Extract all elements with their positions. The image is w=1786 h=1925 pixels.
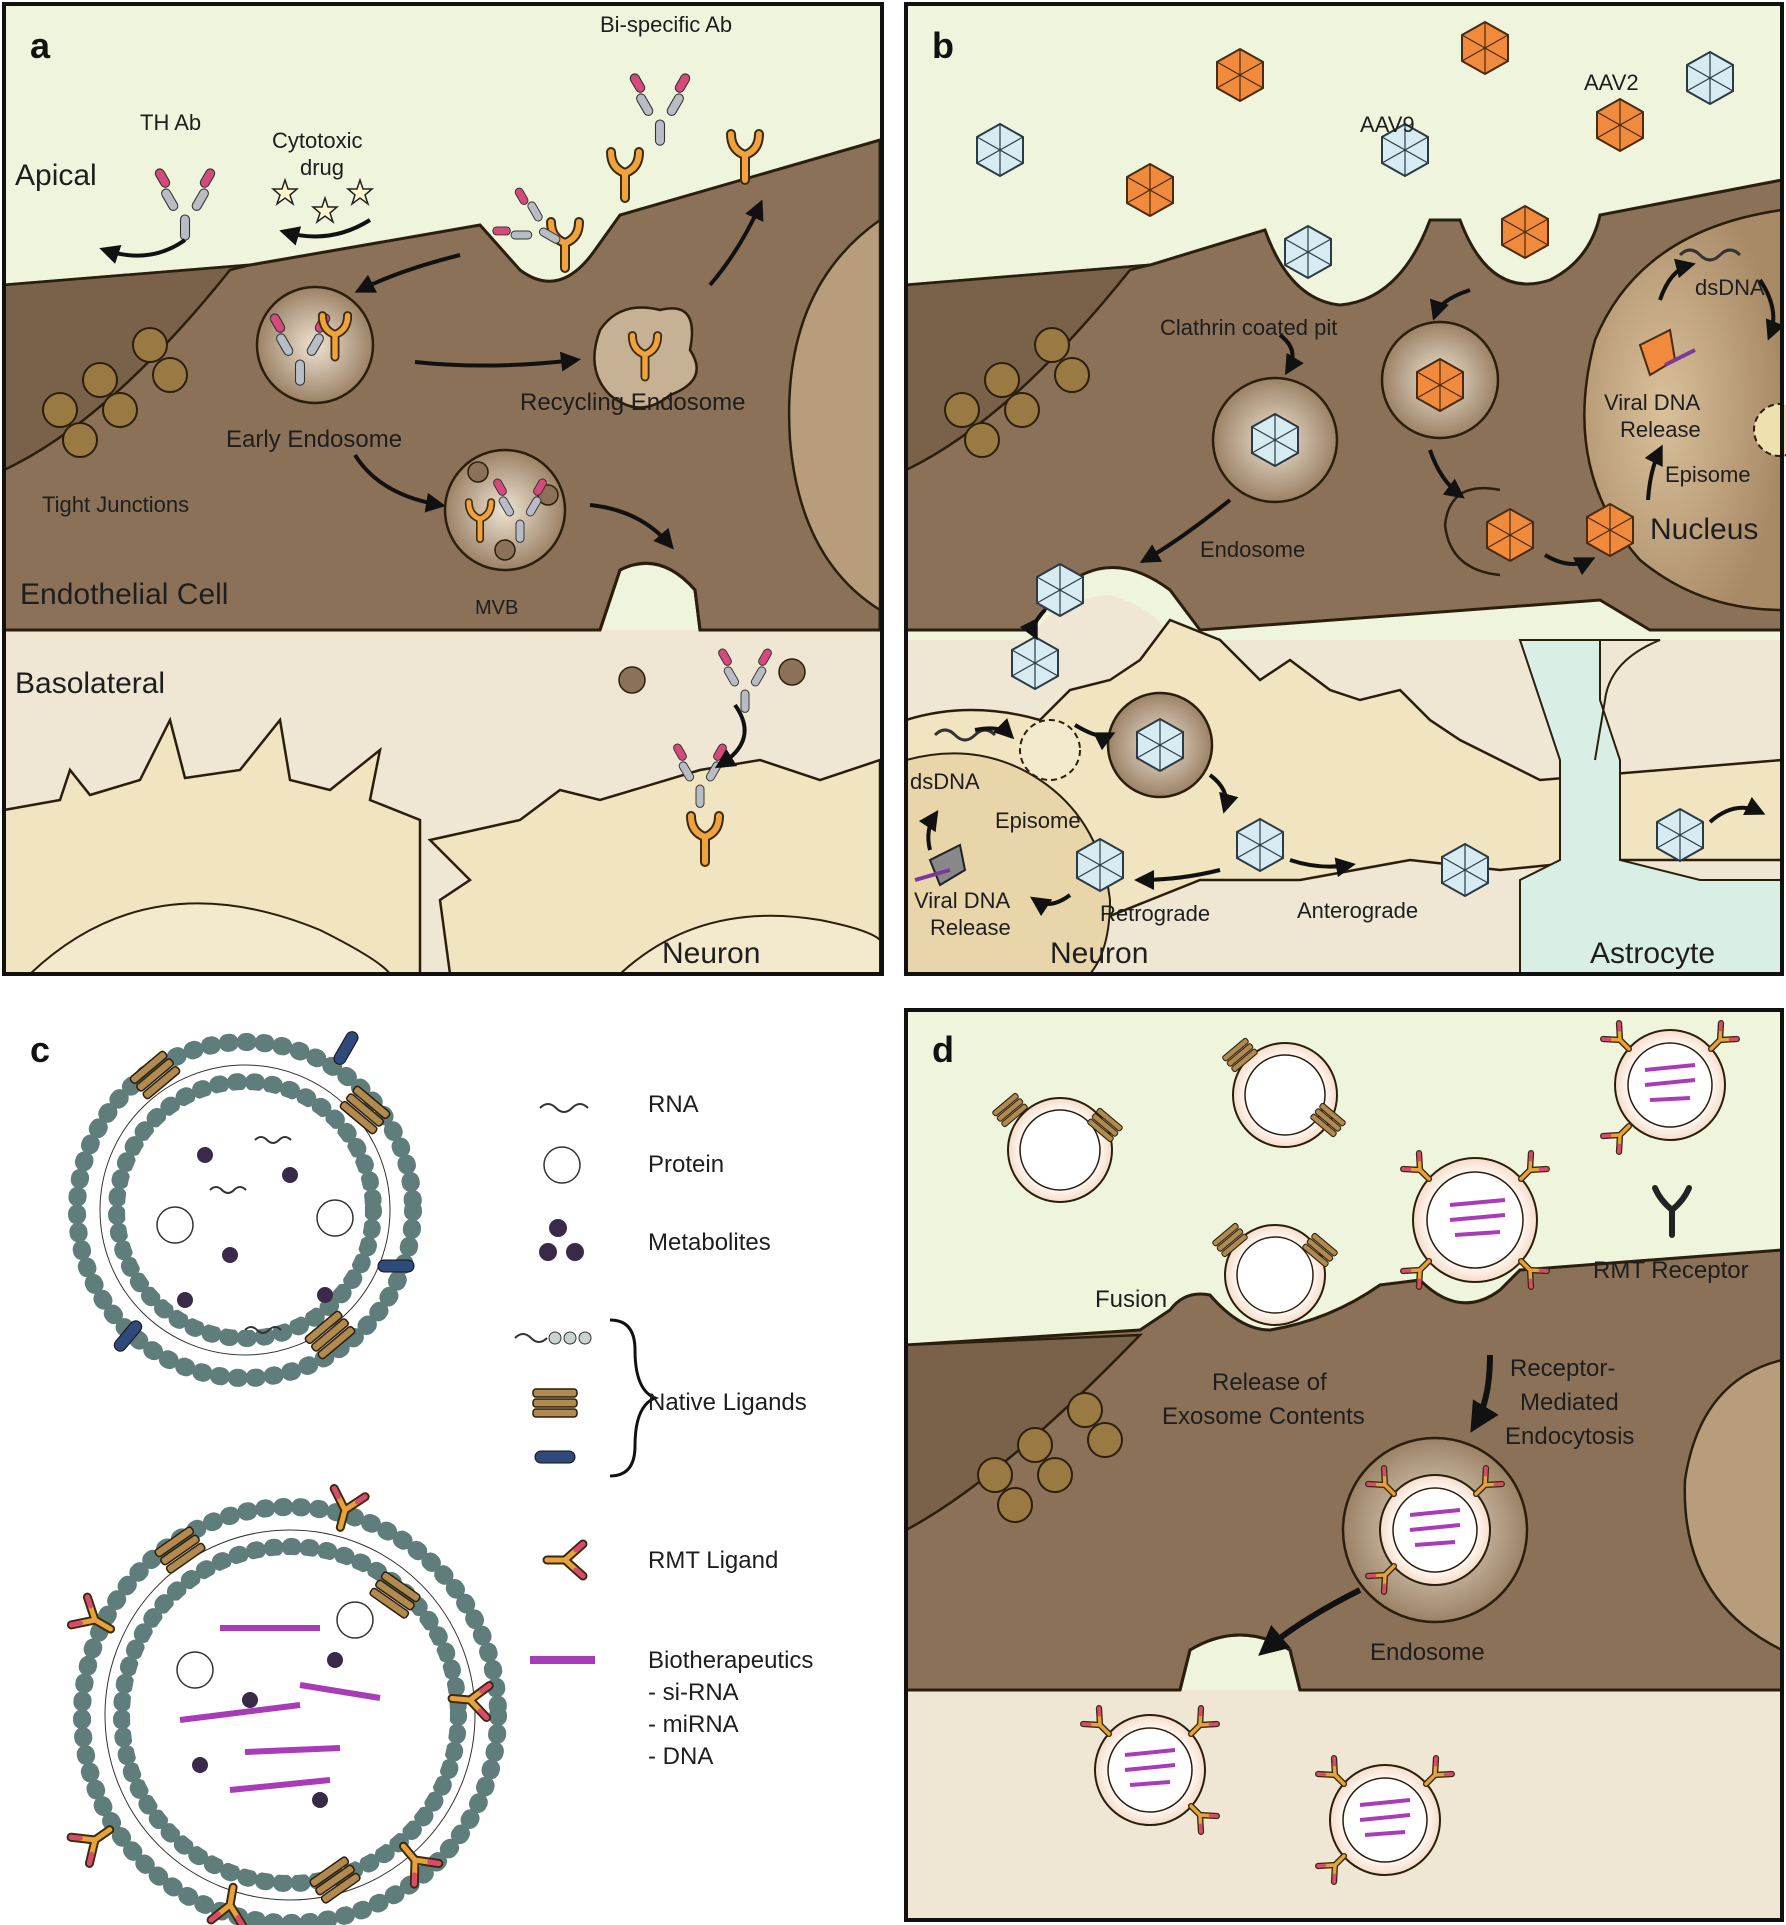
tight-junctions-b — [944, 327, 1090, 458]
aav2-label: AAV2 — [1584, 70, 1639, 95]
early-endosome-a — [255, 285, 375, 405]
panel-a-letter: a — [30, 25, 51, 66]
release-label-2: Exosome Contents — [1162, 1403, 1365, 1430]
bispecific-label: Bi-specific Ab — [600, 12, 732, 37]
rme-label-3: Endocytosis — [1505, 1423, 1634, 1450]
panel-a: a Apical TH Ab Cytotoxic drug Bi-specifi… — [2, 2, 884, 976]
release-label-1: Release of — [1212, 1369, 1327, 1396]
endosome-label-b: Endosome — [1200, 537, 1305, 562]
rmt-receptor-label: RMT Receptor — [1593, 1257, 1749, 1284]
legend-protein: Protein — [648, 1151, 724, 1178]
nucleus-contents-b — [1638, 248, 1786, 457]
panel-b: b AAV9 AAV2 Clathrin coated pit dsDNA Vi… — [904, 2, 1786, 976]
rna-icon — [539, 1103, 589, 1113]
endosome-d — [1341, 1436, 1529, 1624]
endosome-b-2 — [1380, 320, 1500, 440]
clathrin-label: Clathrin coated pit — [1160, 315, 1337, 340]
fusing-exosome-d — [1211, 1222, 1339, 1326]
metabolites-icon — [539, 1219, 584, 1261]
neuron-cell-a-left — [2, 716, 422, 976]
apical-label: Apical — [15, 159, 97, 192]
native-ligands-icons — [514, 1318, 660, 1478]
legend-sirna: - si-RNA — [648, 1679, 739, 1706]
exosome-a-1 — [618, 666, 646, 694]
viral-dna-top-1: Viral DNA — [1604, 390, 1701, 415]
panel-c: c — [30, 1029, 813, 1925]
panel-d-letter: d — [932, 1029, 954, 1070]
cytotoxic-label-1: Cytotoxic — [272, 128, 362, 153]
cytotoxic-drug-stars — [270, 177, 375, 225]
endothelial-cell-b — [904, 178, 1784, 632]
nucleus-a — [787, 217, 882, 613]
neuron-label-a: Neuron — [662, 937, 760, 970]
astrocyte-label: Astrocyte — [1590, 937, 1715, 970]
nucleus-d — [1683, 1358, 1784, 1653]
released-exosome-d-2 — [1318, 1758, 1452, 1882]
anterograde-label: Anterograde — [1297, 898, 1418, 923]
rme-label-2: Mediated — [1520, 1389, 1619, 1416]
protein-icon — [543, 1146, 581, 1184]
endosome-b-1 — [1211, 376, 1339, 504]
native-exosome-d-1 — [991, 1092, 1124, 1203]
episome-bottom-label: Episome — [995, 808, 1081, 833]
nucleus-label: Nucleus — [1650, 513, 1758, 546]
legend-rna: RNA — [648, 1091, 699, 1118]
legend-metabolites: Metabolites — [648, 1229, 771, 1256]
neuron-nucleus-b — [905, 752, 1112, 975]
legend-biotherapeutics: Biotherapeutics — [648, 1647, 813, 1674]
retrograde-label: Retrograde — [1100, 901, 1210, 926]
endosome-b-3 — [1443, 486, 1634, 577]
endothelial-cell-label: Endothelial Cell — [20, 578, 228, 611]
recycling-endosome-a — [593, 306, 698, 409]
arrows-a — [99, 199, 764, 769]
th-ab-label: TH Ab — [140, 110, 201, 135]
viral-dna-top-2: Release — [1620, 417, 1701, 442]
panel-c-letter: c — [30, 1029, 50, 1070]
mvb-label: MVB — [475, 597, 518, 619]
panel-b-letter: b — [932, 25, 954, 66]
rmt-ligand-icon — [547, 1544, 583, 1576]
fusion-label: Fusion — [1095, 1286, 1167, 1313]
viral-dna-bottom-1: Viral DNA — [914, 888, 1011, 913]
dsdna-top-label: dsDNA — [1695, 275, 1765, 300]
exosome-a-2 — [778, 658, 806, 686]
legend-mirna: - miRNA — [648, 1711, 739, 1738]
aav9-label: AAV9 — [1360, 112, 1415, 137]
cytotoxic-label-2: drug — [300, 155, 344, 180]
legend-native-ligands: Native Ligands — [648, 1389, 807, 1416]
legend-rmt-ligand: RMT Ligand — [648, 1547, 778, 1574]
arrows-d — [1258, 1354, 1499, 1656]
neuron-endosome-b — [914, 691, 1214, 887]
endosome-label-d: Endosome — [1370, 1639, 1485, 1666]
episome-top-label: Episome — [1665, 462, 1751, 487]
tight-junctions-d — [977, 1392, 1123, 1523]
rme-label-1: Receptor- — [1510, 1355, 1615, 1382]
released-exosome-d-1 — [1083, 1708, 1217, 1832]
tight-junctions-label: Tight Junctions — [42, 492, 189, 517]
native-exosome-d-2 — [1221, 1037, 1347, 1148]
early-endosome-label: Early Endosome — [226, 426, 402, 453]
engineered-exosome — [71, 1488, 507, 1925]
neuron-label-b: Neuron — [1050, 937, 1148, 970]
mvb-a — [443, 448, 567, 572]
basolateral-label: Basolateral — [15, 667, 165, 700]
legend-c — [514, 1103, 660, 1664]
arrows-b — [918, 258, 1785, 917]
viral-dna-bottom-2: Release — [930, 915, 1011, 940]
native-exosome — [68, 1031, 422, 1387]
recycling-endosome-label: Recycling Endosome — [520, 389, 745, 416]
nucleus-b — [1583, 208, 1784, 612]
legend-dna: - DNA — [648, 1743, 713, 1770]
dsdna-bottom-label: dsDNA — [910, 769, 980, 794]
panel-d: d Fusion RMT Receptor Release of Exosome… — [904, 1008, 1784, 1922]
engineered-exosome-d-1 — [1603, 1023, 1737, 1152]
binding-exosome-d — [1403, 1153, 1547, 1287]
tight-junctions-a — [42, 327, 188, 458]
rmt-receptor-icon — [1652, 1185, 1692, 1238]
